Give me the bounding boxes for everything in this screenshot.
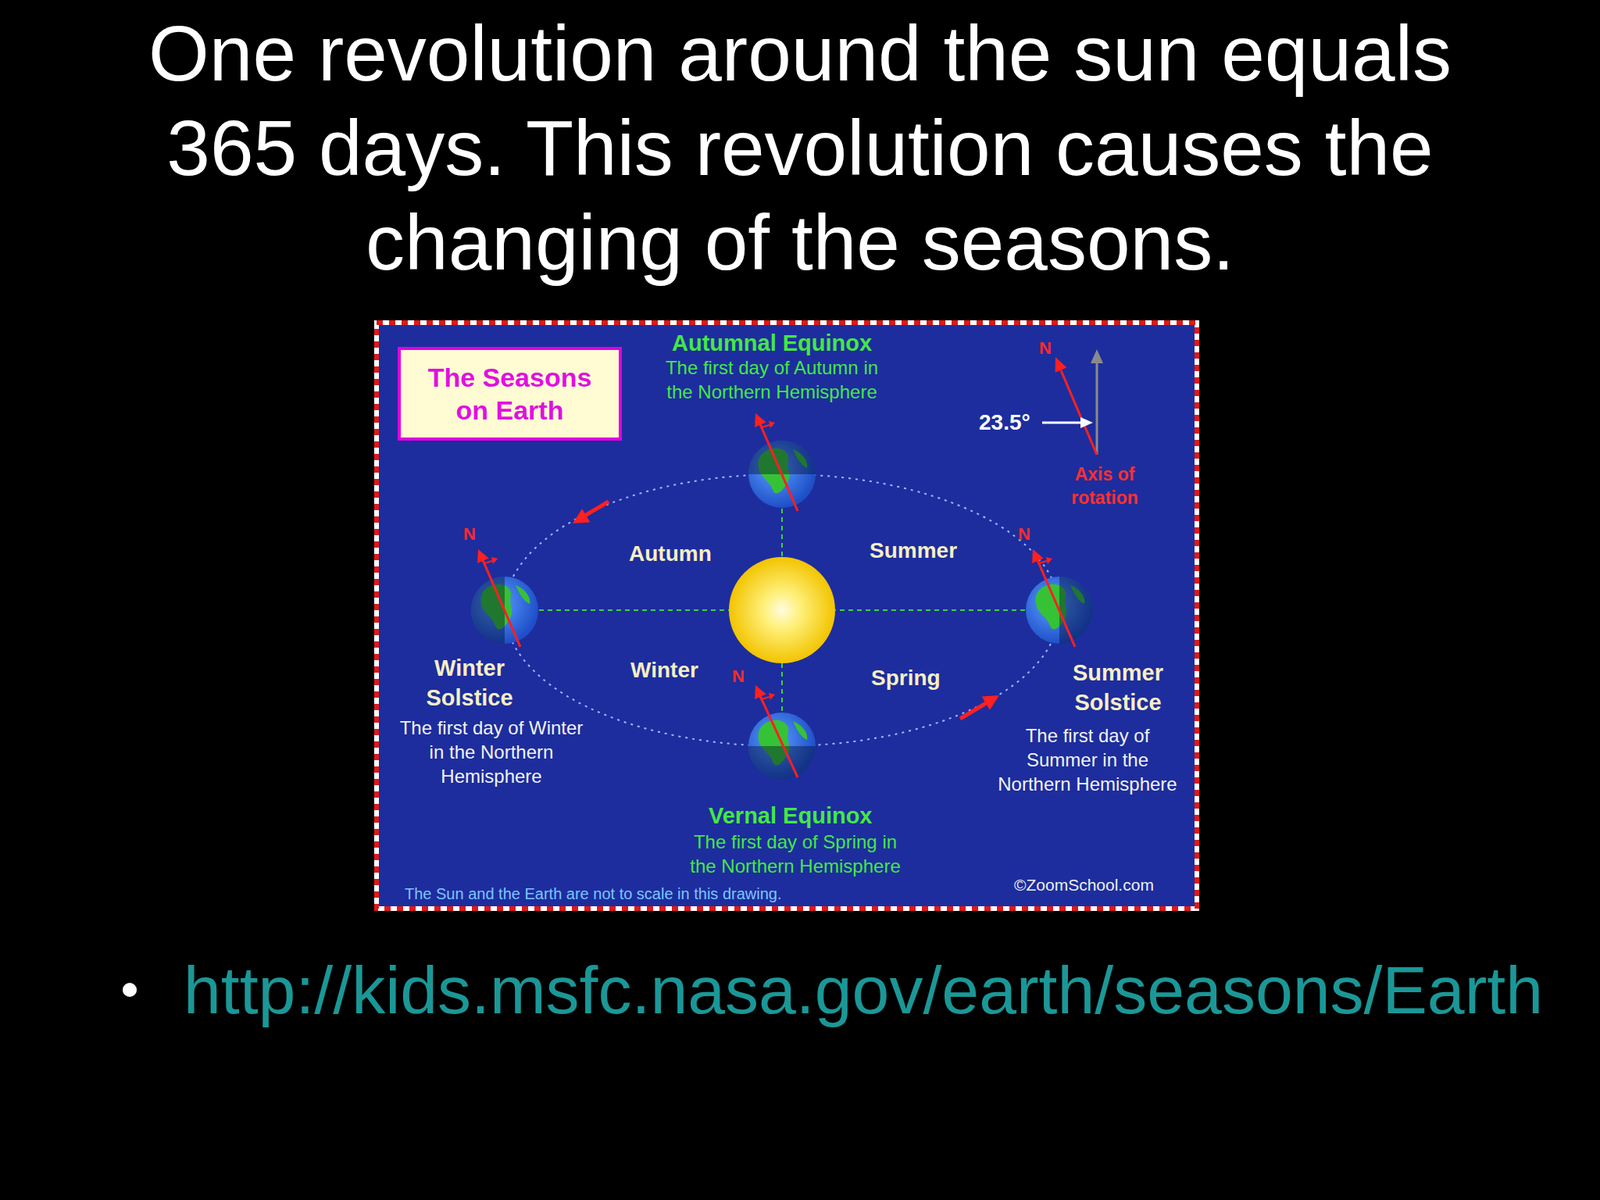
copyright-note: ©ZoomSchool.com bbox=[1014, 875, 1154, 896]
panel-border bbox=[376, 322, 1197, 909]
vertical-reference bbox=[1096, 360, 1099, 455]
earth-axis bbox=[1037, 560, 1075, 647]
orbit-arrowhead bbox=[572, 508, 590, 524]
season-name: Spring bbox=[871, 664, 941, 692]
box-title: The Seasons on Earth bbox=[417, 360, 602, 427]
season-name: Summer bbox=[869, 537, 958, 565]
earth-land bbox=[792, 721, 808, 740]
earth bbox=[471, 549, 539, 647]
panel-border-dash bbox=[376, 322, 1197, 909]
orbit-arrow bbox=[960, 702, 988, 719]
earth bbox=[748, 685, 816, 780]
earth-axis-head bbox=[754, 413, 767, 428]
angle-pointer bbox=[1042, 421, 1083, 425]
rotation-flag bbox=[761, 696, 770, 700]
rotation-flag-head bbox=[1046, 557, 1053, 565]
earth-night bbox=[1059, 576, 1093, 644]
tilt-angle: 23.5° bbox=[978, 409, 1031, 436]
scale-note: The Sun and the Earth are not to scale i… bbox=[404, 884, 783, 904]
angle-pointer-head bbox=[1080, 417, 1093, 429]
earth-axis-head bbox=[1032, 549, 1044, 564]
earth-axis bbox=[482, 560, 521, 647]
north-mark: N bbox=[732, 667, 745, 686]
earth-night bbox=[748, 440, 816, 475]
north-mark: N bbox=[1039, 339, 1052, 358]
axis-label: Axis of rotation bbox=[1053, 462, 1156, 510]
title-box: The Seasons on Earth bbox=[397, 346, 622, 441]
north-mark: N bbox=[1017, 525, 1031, 544]
rotation-flag bbox=[761, 425, 770, 428]
vertical-arrowhead bbox=[1090, 349, 1104, 364]
diagram-panel: The Seasons on EarthAutumnal EquinoxThe … bbox=[374, 320, 1200, 911]
link-url: http://kids.msfc.nasa.gov/earth/seasons/… bbox=[183, 950, 1543, 1029]
bullet-dot bbox=[122, 982, 137, 997]
event-description: The first day of Winter in the Northern … bbox=[397, 715, 586, 789]
rotation-flag bbox=[1039, 560, 1047, 564]
sun bbox=[728, 557, 836, 664]
axis-arrowhead bbox=[1055, 357, 1068, 373]
earth-night bbox=[471, 576, 505, 644]
earth-axis bbox=[760, 424, 798, 511]
earth-axis-head bbox=[754, 685, 767, 700]
event-title: Winter Solstice bbox=[407, 653, 533, 713]
earth bbox=[748, 413, 816, 511]
earth-axis bbox=[760, 696, 798, 778]
rotation-flag-head bbox=[768, 692, 775, 700]
season-name: Autumn bbox=[628, 540, 712, 568]
season-name: Winter bbox=[630, 657, 699, 684]
tilted-axis bbox=[1060, 370, 1097, 455]
orbit-arrowhead bbox=[982, 695, 1000, 711]
slide-title: One revolution around the sun equals 365… bbox=[104, 6, 1496, 290]
orbit-arrow bbox=[583, 501, 609, 517]
panel-ground bbox=[374, 320, 1200, 911]
earth-axis-head bbox=[477, 549, 490, 564]
event-description: The first day of Autumn in the Northern … bbox=[658, 355, 886, 404]
earth bbox=[1025, 549, 1093, 647]
rotation-flag-head bbox=[768, 421, 775, 429]
earth-night bbox=[748, 746, 816, 780]
orbit-path bbox=[504, 474, 1060, 747]
rotation-flag bbox=[484, 560, 493, 564]
earth-land bbox=[515, 585, 530, 604]
event-description: The first day of Summer in the Northern … bbox=[993, 723, 1182, 797]
north-mark: N bbox=[463, 525, 476, 544]
event-title: Summer Solstice bbox=[1051, 657, 1185, 718]
event-description: The first day of Spring in the Northern … bbox=[682, 829, 909, 879]
event-title: Autumnal Equinox bbox=[671, 328, 872, 358]
rotation-flag-head bbox=[491, 557, 498, 565]
event-title: Vernal Equinox bbox=[708, 801, 873, 830]
